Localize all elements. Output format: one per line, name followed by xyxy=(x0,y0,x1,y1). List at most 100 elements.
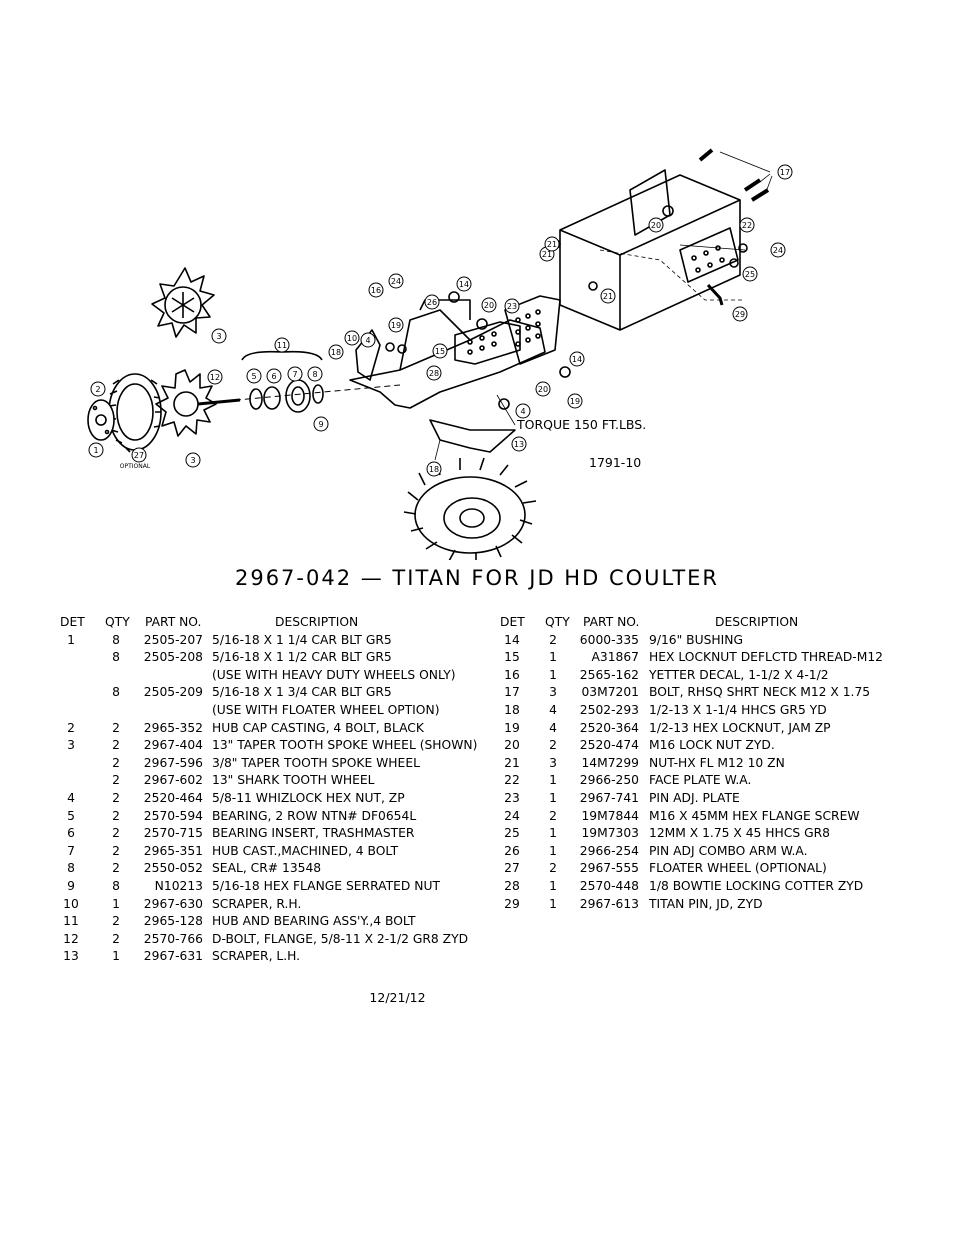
cell-part: 2520-474 xyxy=(579,738,639,753)
cell-part: 2570-594 xyxy=(143,808,203,823)
col-part: PART NO. xyxy=(583,615,640,629)
callout-number: 20 xyxy=(538,385,548,394)
cell-desc: 1/8 BOWTIE LOCKING COTTER ZYD xyxy=(649,878,864,893)
cell-part: 19M7303 xyxy=(581,826,639,841)
callout-number: 8 xyxy=(312,370,317,379)
spoke-wheel-upper xyxy=(151,267,215,338)
face-plate xyxy=(679,227,739,283)
cell-qty: 8 xyxy=(112,632,120,647)
cell-det: 17 xyxy=(504,685,520,700)
cell-qty: 2 xyxy=(112,773,120,788)
optional-label: OPTIONAL xyxy=(120,463,151,470)
callout xyxy=(88,164,793,477)
cell-qty: 1 xyxy=(549,650,557,665)
callout-number: 14 xyxy=(572,355,582,364)
cell-qty: 3 xyxy=(549,685,557,700)
cell-desc: HUB AND BEARING ASS'Y.,4 BOLT xyxy=(212,914,416,929)
cell-qty: 2 xyxy=(112,755,120,770)
cell-desc: SEAL, CR# 13548 xyxy=(212,861,322,876)
cell-det: 26 xyxy=(504,843,520,858)
cell-desc: M16 LOCK NUT ZYD. xyxy=(649,738,775,753)
callout-number: 4 xyxy=(520,407,525,416)
callout-number: 5 xyxy=(251,372,256,381)
cell-part: 14M7299 xyxy=(581,755,639,770)
cell-qty: 1 xyxy=(112,949,120,964)
col-det: DET xyxy=(60,615,85,629)
cell-qty: 2 xyxy=(112,861,120,876)
callout-number: 24 xyxy=(773,246,783,255)
cell-det: 5 xyxy=(67,808,75,823)
cell-desc: HEX LOCKNUT DEFLCTD THREAD-M12 xyxy=(649,650,883,665)
cell-part: 2967-602 xyxy=(143,773,203,788)
cell-det: 19 xyxy=(504,720,520,735)
cell-desc: YETTER DECAL, 1-1/2 X 4-1/2 xyxy=(649,667,829,682)
callout-number: 20 xyxy=(484,301,494,310)
bearing xyxy=(249,388,263,410)
cell-part: 2967-404 xyxy=(143,738,203,753)
table-row: (USE WITH HEAVY DUTY WHEELS ONLY) xyxy=(0,668,480,686)
callout-number: 25 xyxy=(745,270,755,279)
drawing-number: 1791-10 xyxy=(589,455,641,470)
combo-arm xyxy=(349,299,546,409)
col-part: PART NO. xyxy=(145,615,202,629)
hub-casting xyxy=(285,379,311,413)
cell-part: 2965-351 xyxy=(143,843,203,858)
cell-qty: 1 xyxy=(549,826,557,841)
cell-part: 2502-293 xyxy=(579,702,639,717)
col-desc: DESCRIPTION xyxy=(275,615,359,629)
cell-desc: 1/2-13 X 1-1/4 HHCS GR5 YD xyxy=(649,702,827,717)
cell-qty: 1 xyxy=(549,790,557,805)
cell-desc: PIN ADJ. PLATE xyxy=(649,790,740,805)
cell-part: 2967-596 xyxy=(143,755,203,770)
cell-part: 03M7201 xyxy=(581,685,639,700)
cell-part: 2967-613 xyxy=(579,896,639,911)
cell-det: 22 xyxy=(504,773,520,788)
cell-det: 13 xyxy=(63,949,79,964)
cell-desc: M16 X 45MM HEX FLANGE SCREW xyxy=(649,808,860,823)
cell-desc: BEARING INSERT, TRASHMASTER xyxy=(212,826,415,841)
scraper-lh xyxy=(429,419,516,453)
cell-qty: 8 xyxy=(112,878,120,893)
cell-qty: 1 xyxy=(549,773,557,788)
cell-part: 2505-209 xyxy=(143,685,203,700)
cell-part: 2967-555 xyxy=(579,861,639,876)
cell-part: 2967-630 xyxy=(143,896,203,911)
col-desc: DESCRIPTION xyxy=(715,615,799,629)
pin-adjust-arm xyxy=(454,321,521,365)
cell-det: 1 xyxy=(67,632,75,647)
cell-desc: PIN ADJ COMBO ARM W.A. xyxy=(649,843,808,858)
cell-desc: 1/2-13 HEX LOCKNUT, JAM ZP xyxy=(649,720,831,735)
table-header: DET QTY PART NO. DESCRIPTION xyxy=(0,615,954,633)
floater-wheel xyxy=(108,373,162,453)
cell-qty: 2 xyxy=(112,843,120,858)
cell-qty: 1 xyxy=(549,667,557,682)
cell-desc: 13" TAPER TOOTH SPOKE WHEEL (SHOWN) xyxy=(212,738,478,753)
callout-number: 18 xyxy=(331,348,341,357)
cell-qty: 1 xyxy=(549,896,557,911)
cell-qty: 8 xyxy=(112,650,120,665)
cell-det: 24 xyxy=(504,808,520,823)
cell-det: 15 xyxy=(504,650,520,665)
titan-pin xyxy=(706,283,724,306)
col-qty: QTY xyxy=(105,615,130,629)
cell-part: 2505-208 xyxy=(143,650,203,665)
callout-number: 18 xyxy=(429,465,439,474)
cell-desc: BOLT, RHSQ SHRT NECK M12 X 1.75 xyxy=(649,685,871,700)
table-row: 17 3 03M7201 BOLT, RHSQ SHRT NECK M12 X 1.7… xyxy=(0,685,954,703)
cell-desc: 5/16-18 X 1 3/4 CAR BLT GR5 xyxy=(212,685,392,700)
